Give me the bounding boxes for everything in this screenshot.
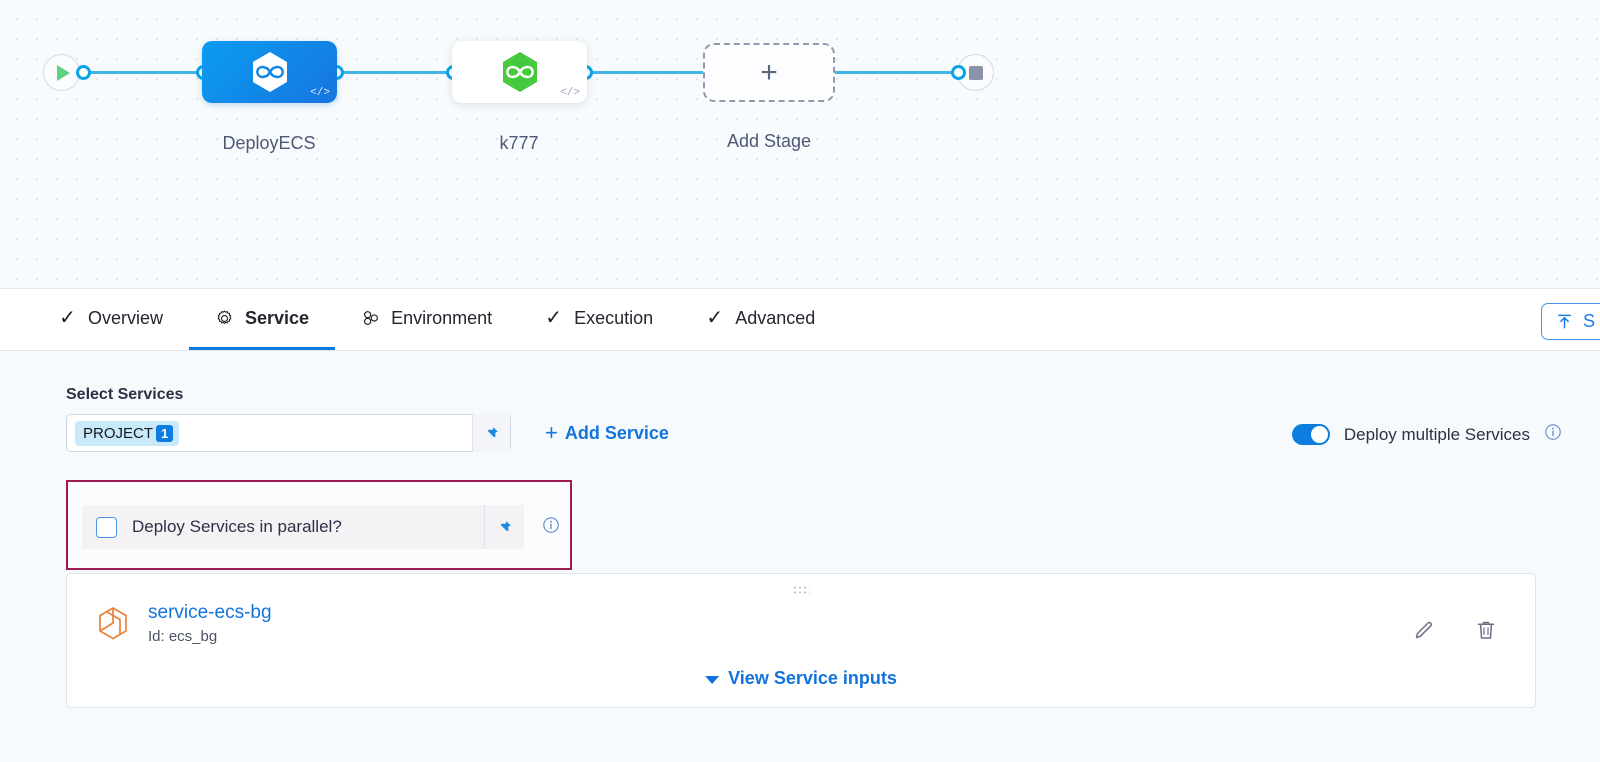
select-services-label: Select Services [66,386,184,403]
service-card-actions [1412,618,1498,647]
tab-overview[interactable]: ✓ Overview [32,289,189,350]
pencil-icon[interactable] [1412,618,1436,647]
chevron-down-icon [705,676,720,684]
drag-dots-icon[interactable] [792,585,810,594]
stage-code-icon[interactable]: </> [310,87,330,99]
stage-node-k777[interactable]: </> [452,41,587,103]
stage-tab-bar: ✓ Overview Service Environment ✓ Executi… [0,289,1600,351]
pipeline-start-node[interactable] [43,54,80,91]
port-start-out[interactable] [76,65,91,80]
save-button[interactable]: S [1540,303,1600,340]
trash-icon[interactable] [1474,618,1498,647]
stage-node-deployecs[interactable]: </> [202,41,337,103]
check-icon: ✓ [706,307,724,329]
service-card[interactable]: service-ecs-bg Id: ecs_bg View [66,573,1536,708]
deploy-multiple-services-row: Deploy multiple Services [1291,423,1562,446]
deploy-parallel-field[interactable]: Deploy Services in parallel? [82,505,484,549]
tab-advanced[interactable]: ✓ Advanced [679,289,841,350]
toggle-knob [1310,426,1328,443]
deploy-parallel-checkbox[interactable] [96,516,117,538]
plus-icon: + [760,55,778,89]
deploy-multiple-services-label: Deploy multiple Services [1343,424,1530,444]
service-card-id: Id: ecs_bg [148,627,218,645]
tab-environment-label: Environment [391,307,493,328]
port-end-in[interactable] [951,65,966,80]
project-scope-chip[interactable]: PROJECT 1 [75,420,180,446]
stage-label-k777: k777 [499,133,539,153]
deploy-parallel-row: Deploy Services in parallel? [82,505,562,549]
service-panel: Select Services PROJECT 1 + Add Service … [0,351,1600,762]
save-button-label: S [1582,311,1595,331]
stage-label-deployecs: DeployECS [222,133,316,153]
deploy-multiple-services-toggle[interactable] [1291,424,1330,445]
check-icon: ✓ [545,307,563,329]
pin-icon[interactable] [484,505,524,549]
tab-overview-label: Overview [88,307,164,328]
check-icon: ✓ [59,307,76,329]
service-card-main: service-ecs-bg Id: ecs_bg [95,601,272,647]
edge-stage2-to-addstage [582,71,712,74]
view-service-inputs-button[interactable]: View Service inputs [705,668,897,689]
tab-service[interactable]: Service [189,289,336,350]
tab-execution[interactable]: ✓ Execution [518,289,679,350]
edge-start-to-stage1 [84,71,209,74]
harness-hexagon-icon [502,52,537,92]
view-service-inputs-label: View Service inputs [728,668,897,688]
edge-addstage-to-end [830,71,960,74]
pipeline-canvas[interactable]: </> DeployECS </> k777 + Add Stage [0,0,1600,289]
infrastructure-icon [361,309,380,328]
info-icon[interactable] [542,516,560,539]
tab-service-label: Service [245,307,310,328]
play-icon [56,64,70,81]
tab-execution-label: Execution [574,307,654,328]
deploy-parallel-label: Deploy Services in parallel? [132,517,342,536]
add-service-button[interactable]: + Add Service [545,422,669,444]
plus-icon: + [545,420,558,445]
tab-environment[interactable]: Environment [335,289,518,350]
stage-code-icon[interactable]: </> [560,87,580,99]
project-scope-chip-label: PROJECT [83,424,154,442]
deploy-parallel-highlight-box: Deploy Services in parallel? [66,480,572,570]
tab-advanced-label: Advanced [735,307,816,328]
harness-hexagon-icon [252,52,287,92]
edge-stage1-to-stage2 [333,71,463,74]
add-service-label: Add Service [564,422,669,443]
save-upload-icon [1558,314,1571,329]
pin-icon[interactable] [472,414,510,452]
add-stage-label: Add Stage [726,131,812,151]
service-card-name[interactable]: service-ecs-bg [148,602,272,623]
info-icon[interactable] [1544,423,1562,446]
add-stage-button[interactable]: + [703,43,835,102]
gear-icon [215,309,234,328]
services-select-input[interactable]: PROJECT 1 [66,414,511,452]
stop-icon [968,65,983,80]
project-scope-chip-count: 1 [156,424,174,442]
cube-service-icon [99,607,127,640]
select-services-row: PROJECT 1 + Add Service [66,414,1600,452]
